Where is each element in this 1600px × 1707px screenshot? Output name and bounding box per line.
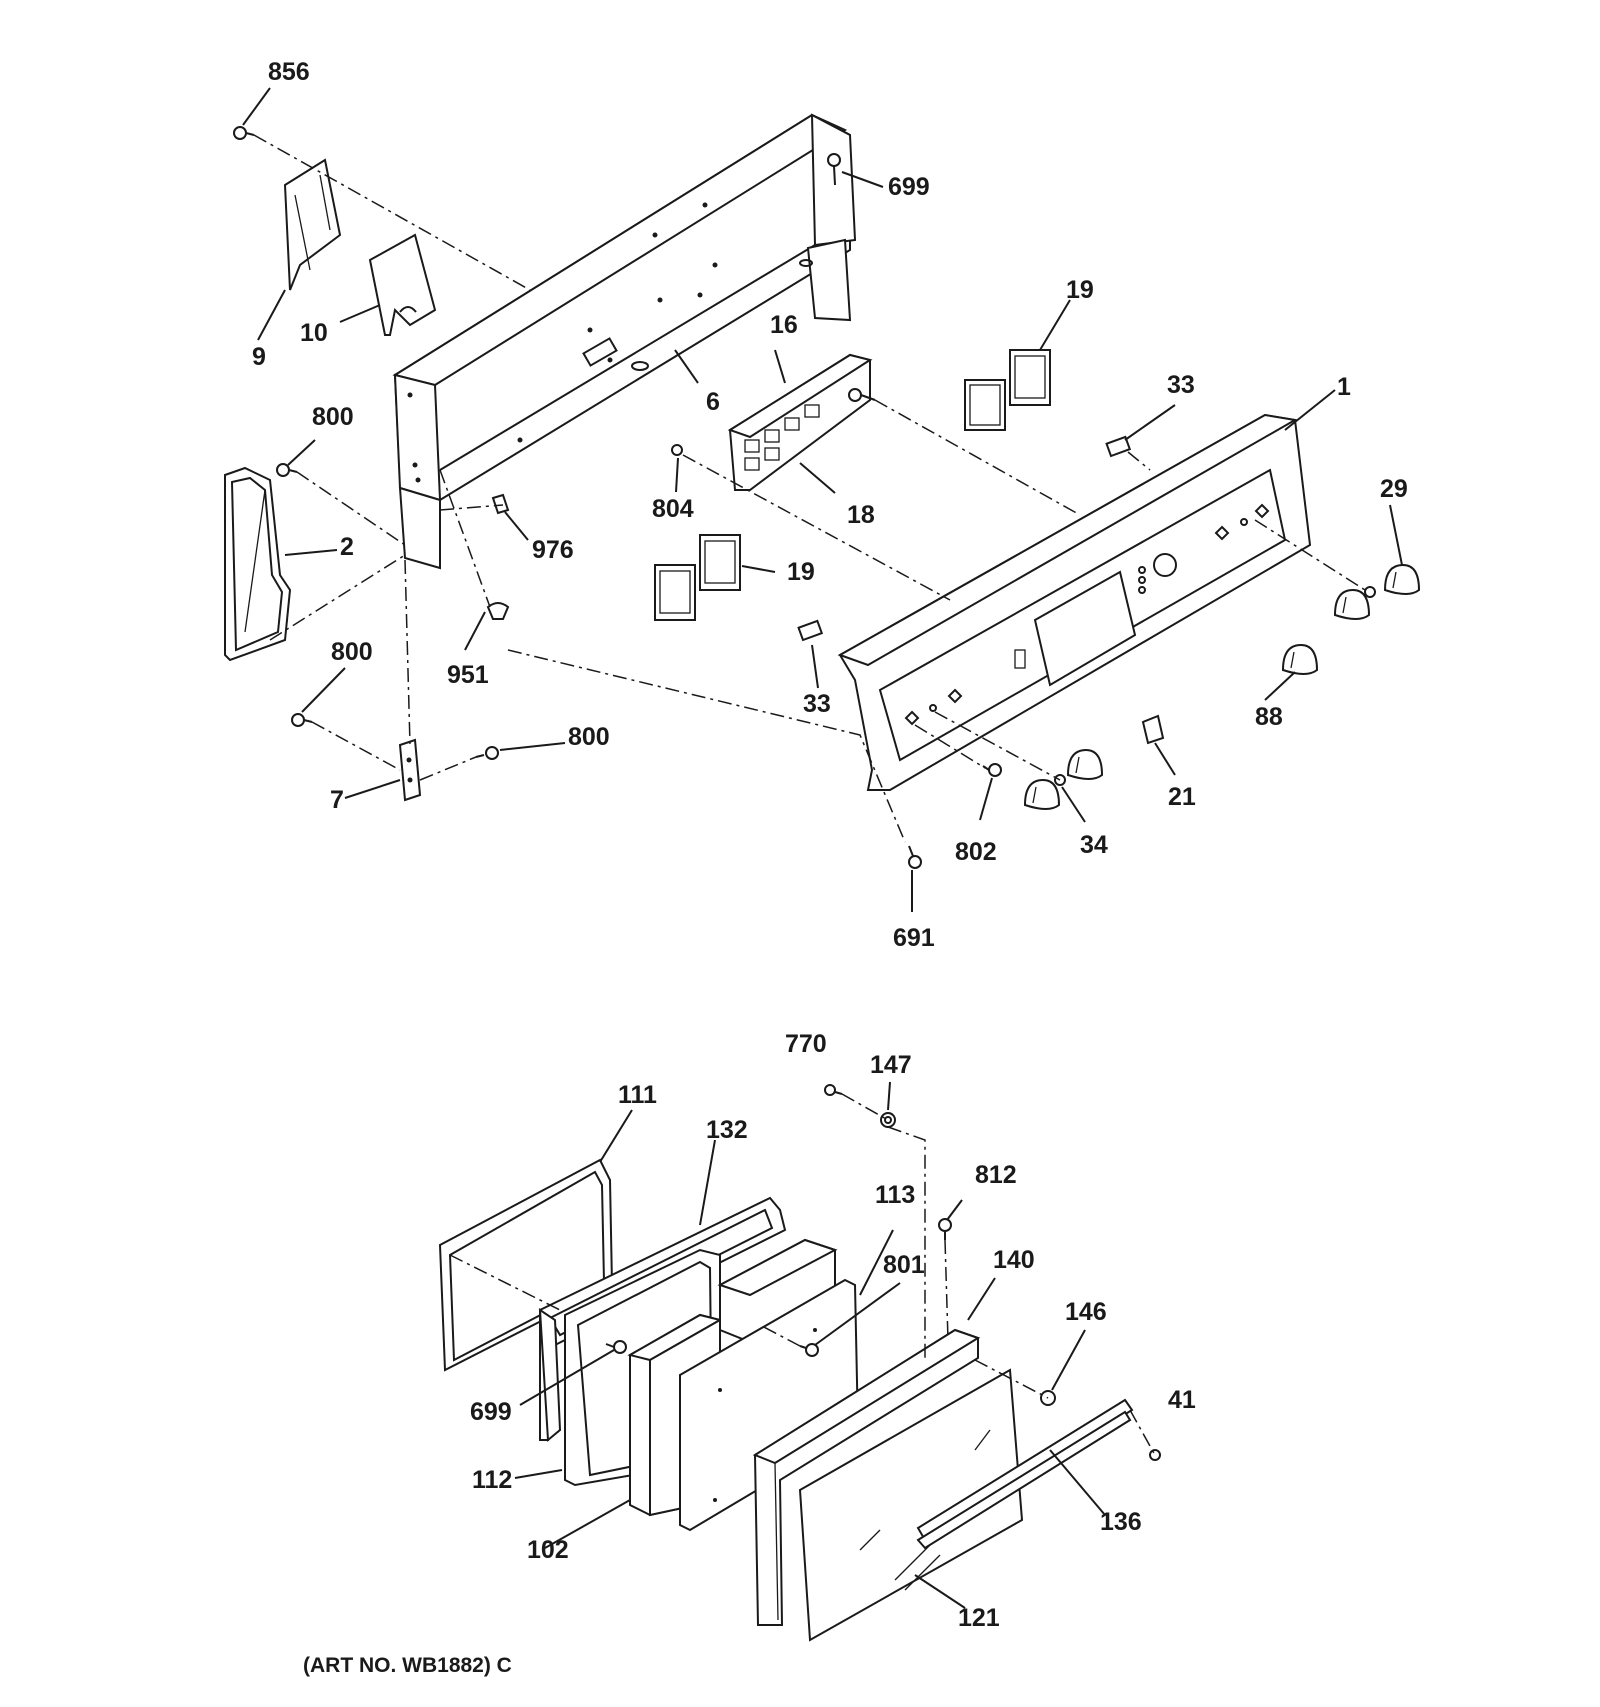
knob-upper-right-b [1333,588,1371,620]
spacer-147 [880,1112,896,1128]
callout-7: 7 [330,786,344,814]
screw-802 [982,763,1002,777]
lower-callout-labels: 770 147 111 132 812 113 801 140 146 699 … [470,1030,1196,1632]
callout-132: 132 [706,1116,748,1144]
screw-691 [908,845,922,869]
clip-951 [486,602,510,620]
callout-951: 951 [447,661,489,689]
callout-41: 41 [1168,1386,1196,1414]
indicator-light-33-lower [797,619,824,642]
oven-door-assembly [438,1081,1161,1642]
callout-699-top: 699 [888,173,930,201]
callout-136: 136 [1100,1508,1142,1536]
screw-699-door [605,1340,627,1354]
screw-41 [1149,1449,1161,1461]
callout-804: 804 [652,495,694,523]
callout-113: 113 [875,1181,915,1209]
screw-770 [824,1084,843,1096]
bracket-9 [283,158,342,291]
callout-146: 146 [1065,1298,1107,1326]
callout-147: 147 [870,1051,912,1079]
door-handle-136 [916,1398,1134,1550]
callout-976: 976 [532,536,574,564]
callout-34: 34 [1080,831,1108,859]
callout-18: 18 [847,501,875,529]
knob-34-a [1066,748,1104,780]
centerlines-upper [253,134,1366,843]
terminal-block-21 [1141,714,1165,745]
callout-111: 111 [618,1081,657,1109]
screw-800-lower [475,746,499,760]
clip-976 [491,493,510,515]
knob-88 [1281,643,1319,675]
bracket-10 [368,233,437,336]
callout-88: 88 [1255,703,1283,731]
callout-102: 102 [527,1536,569,1564]
callout-2: 2 [340,533,354,561]
electronic-control-16 [727,353,876,491]
callout-33-lower: 33 [803,690,831,718]
end-cap-2 [224,466,292,662]
callout-140: 140 [993,1246,1035,1274]
callout-21: 21 [1168,783,1196,811]
callout-691: 691 [893,924,935,952]
callout-6: 6 [706,388,720,416]
door-frame-140 [752,1328,981,1626]
callout-19-lower: 19 [787,558,815,586]
control-panel-1 [837,413,1312,791]
callout-121: 121 [958,1604,1000,1632]
callout-19-upper: 19 [1066,276,1094,304]
switch-19-lower-b [699,534,741,591]
door-gasket-111 [438,1158,614,1372]
screw-800-upper [276,463,298,477]
callout-33-upper: 33 [1167,371,1195,399]
callout-10: 10 [300,319,328,347]
callout-800-middle: 800 [331,638,373,666]
callout-112: 112 [472,1466,512,1494]
callout-699-door: 699 [470,1398,512,1426]
callout-16: 16 [770,311,798,339]
callout-9: 9 [252,343,266,371]
backsplash-assembly [224,87,1421,912]
callout-1: 1 [1337,373,1351,401]
screw-800-middle [291,713,313,727]
callout-856: 856 [268,58,310,86]
callout-812: 812 [975,1161,1017,1189]
switch-19-upper-b [1009,349,1051,406]
indicator-light-33-upper [1105,435,1132,458]
callout-800-lower: 800 [568,723,610,751]
leader-lines-lower [514,1081,1106,1609]
callout-801: 801 [883,1251,925,1279]
screw-856 [233,126,255,140]
screw-699-top [827,153,841,186]
leader-lines-upper [242,87,1403,912]
callout-802: 802 [955,838,997,866]
knob-29 [1364,563,1421,598]
screw-804 [671,444,683,456]
switch-19-upper-a [964,379,1006,431]
centerlines-lower [449,1093,1156,1456]
bracket-7 [398,738,422,802]
callout-800-upper: 800 [312,403,354,431]
screw-812 [938,1218,952,1240]
switch-19-lower-a [654,564,696,621]
callout-770: 770 [785,1030,827,1058]
callout-29: 29 [1380,475,1408,503]
control-panel-frame [392,113,857,570]
insulation-113 [717,1238,838,1342]
art-number: (ART NO. WB1882) C [303,1654,512,1677]
upper-callout-labels: 856 699 19 33 1 29 16 6 9 10 800 804 18 … [252,58,1408,952]
screw-801 [799,1343,819,1357]
